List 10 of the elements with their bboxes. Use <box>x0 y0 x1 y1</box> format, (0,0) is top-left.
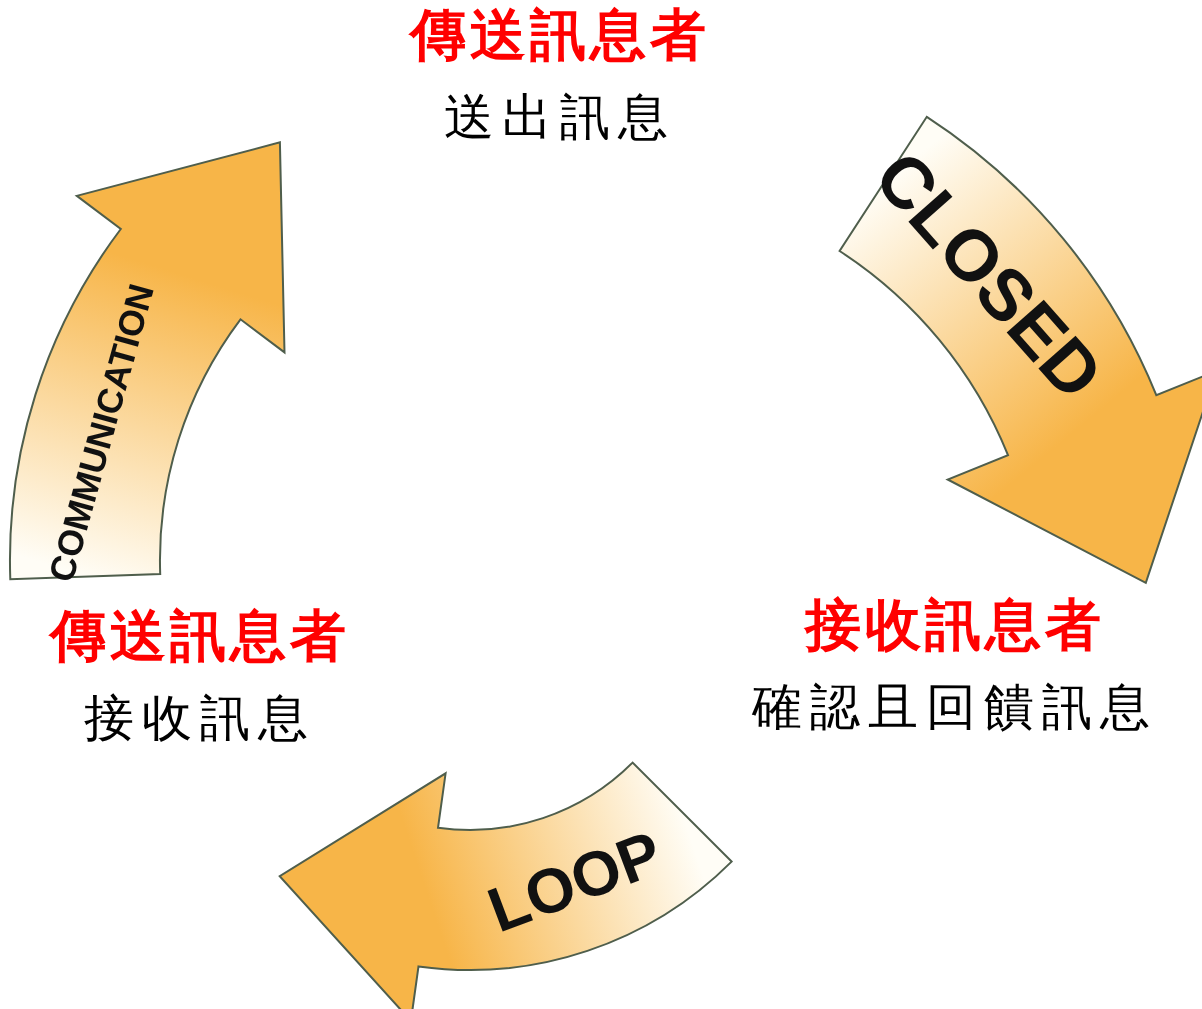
edge-label: LOOP <box>478 816 672 947</box>
curved-arrow <box>278 761 733 1009</box>
role-heading: 接收訊息者 <box>805 593 1105 658</box>
role-description: 確認且回饋訊息 <box>752 678 1158 738</box>
curved-arrow <box>838 115 1202 584</box>
role-description: 送出訊息 <box>444 88 676 148</box>
curved-arrow <box>9 141 286 581</box>
role-heading: 傳送訊息者 <box>410 3 710 68</box>
role-description: 接收訊息 <box>84 689 316 749</box>
role-heading: 傳送訊息者 <box>50 604 350 669</box>
